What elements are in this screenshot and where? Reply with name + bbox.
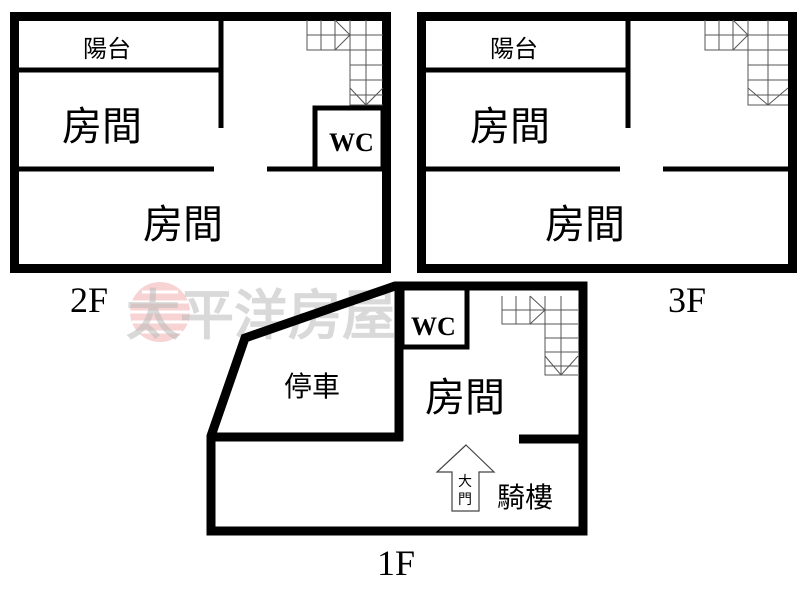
stairs-icon: [306, 19, 384, 106]
room-label: 房間: [545, 202, 625, 248]
stairs-icon: [501, 295, 579, 376]
wc-1f: [399, 285, 470, 350]
floor-3f: 陽台 房間 房間 3F: [417, 12, 797, 320]
balcony-label: 陽台: [83, 35, 131, 63]
room-label: 房間: [143, 202, 223, 248]
watermark-text: 太平洋房屋: [126, 283, 396, 347]
parking-label: 停車: [284, 370, 340, 403]
room-label: 房間: [470, 104, 550, 150]
floor-label: 3F: [668, 280, 706, 320]
floor-2f: 陽台 房間 房間 WC 2F: [10, 12, 391, 320]
watermark: 太平洋房屋: [126, 282, 396, 347]
arcade-label: 騎樓: [497, 481, 553, 514]
floor-label: 1F: [377, 543, 415, 583]
balcony-label: 陽台: [490, 35, 538, 63]
floor-label: 2F: [70, 280, 108, 320]
floor-1f: 大 門 WC 停車 房間 騎樓 1F: [206, 281, 588, 583]
wc-2f: [312, 105, 386, 172]
door-label: 門: [458, 492, 472, 508]
door-label: 大: [458, 474, 472, 490]
stairs-icon: [704, 19, 789, 106]
room-label: 房間: [425, 375, 505, 421]
room-label: 房間: [62, 104, 142, 150]
wc-label: WC: [411, 312, 456, 341]
wc-label: WC: [329, 128, 374, 157]
watermark-logo-icon: [130, 282, 190, 342]
entrance-arrow-icon: 大 門: [435, 444, 496, 512]
